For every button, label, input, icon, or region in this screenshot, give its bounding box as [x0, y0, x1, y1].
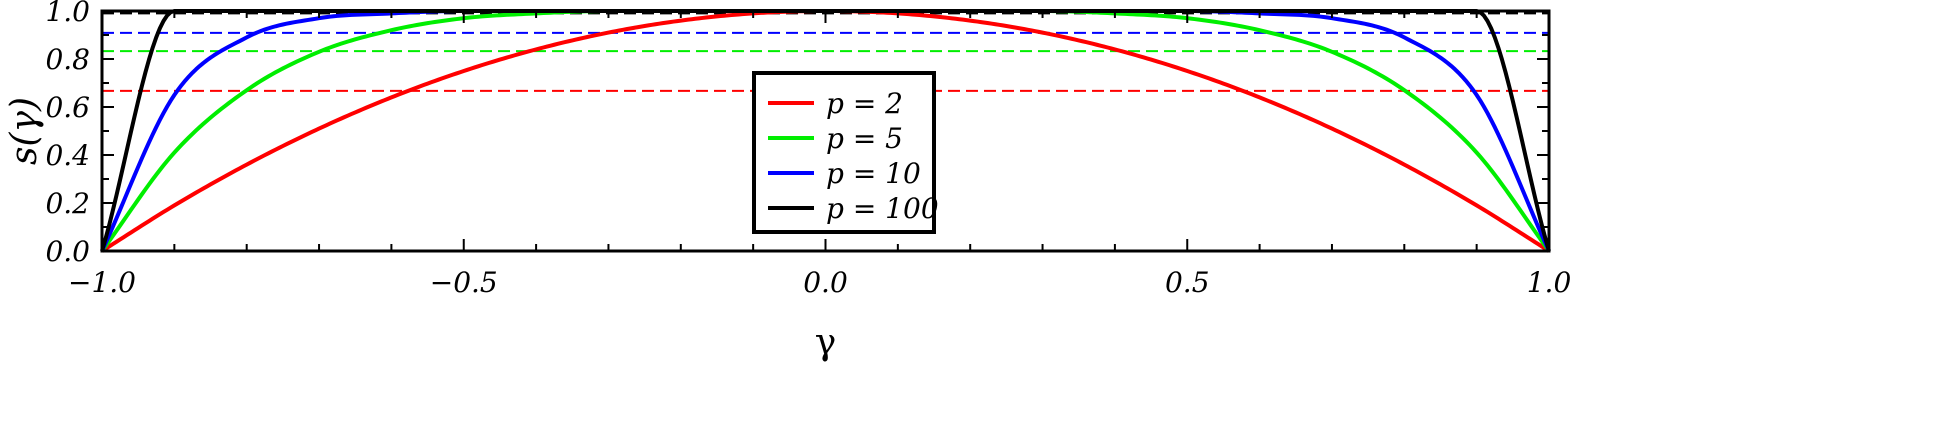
x-tick-label: −0.5	[430, 266, 498, 299]
y-tick-label: 0.6	[45, 91, 90, 124]
y-tick-label: 0.2	[45, 187, 90, 220]
x-tick-label: 0.0	[803, 266, 848, 299]
y-tick-label: 1.0	[45, 0, 90, 28]
x-tick-label: 1.0	[1527, 266, 1572, 299]
y-tick-label: 0.8	[45, 43, 90, 76]
legend-label-2: p = 5	[826, 122, 903, 155]
legend-label-3: p = 10	[826, 157, 921, 190]
legend-label-1: p = 2	[826, 87, 903, 120]
x-tick-label: 0.5	[1165, 266, 1210, 299]
axis-ticks	[101, 10, 1550, 252]
legend-box	[752, 71, 936, 234]
legend: p = 2p = 5p = 10p = 100	[752, 71, 939, 234]
y-tick-label: 0.0	[45, 235, 90, 268]
legend-label-4: p = 100	[826, 192, 939, 225]
x-tick-label: −1.0	[68, 266, 136, 299]
y-tick-label: 0.4	[45, 139, 90, 172]
y-tick-labels: 0.0 0.2 0.4 0.6 0.8 1.0	[45, 0, 90, 268]
x-axis-title: γ	[815, 322, 837, 363]
x-tick-labels: −1.0 −0.5 0.0 0.5 1.0	[68, 266, 1571, 299]
y-axis-title: s(γ)	[4, 97, 45, 165]
